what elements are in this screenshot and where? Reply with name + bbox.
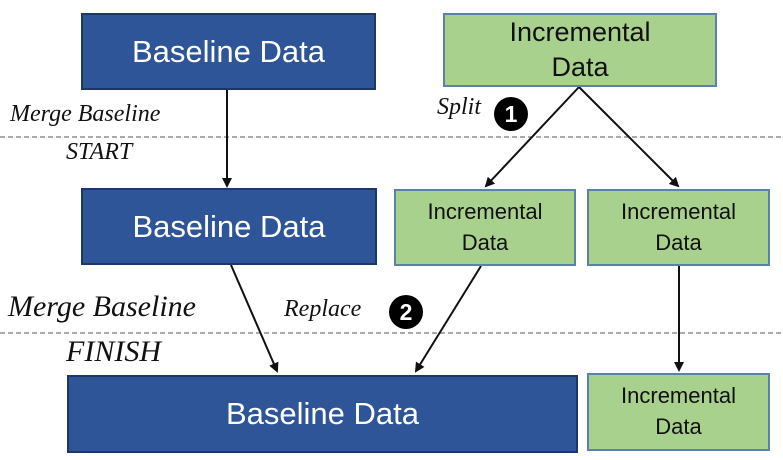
arrow-split-right <box>578 86 680 188</box>
label-merge-start-line1: Merge Baseline <box>10 101 161 127</box>
step-2-badge: 2 <box>389 295 423 329</box>
incremental-data-mid-right: Incremental Data <box>587 189 770 266</box>
label-split: Split <box>437 94 482 120</box>
label-merge-start-line2: START <box>66 139 133 165</box>
incremental-data-mid-left: Incremental Data <box>394 189 576 266</box>
baseline-data-top: Baseline Data <box>81 13 376 90</box>
arrow-split-left <box>484 86 580 188</box>
baseline-data-bottom: Baseline Data <box>67 375 578 453</box>
label-merge-finish-line1: Merge Baseline <box>8 290 196 323</box>
baseline-data-middle: Baseline Data <box>81 188 377 265</box>
label-merge-finish-line2: FINISH <box>66 335 161 368</box>
arrow-baseline-middle-to-bottom <box>230 264 279 373</box>
label-replace: Replace <box>284 296 362 322</box>
incremental-data-top: Incremental Data <box>443 13 717 87</box>
arrow-replace-into-baseline <box>414 265 482 373</box>
incremental-data-bottom: Incremental Data <box>587 373 770 451</box>
step-1-badge: 1 <box>494 97 528 131</box>
